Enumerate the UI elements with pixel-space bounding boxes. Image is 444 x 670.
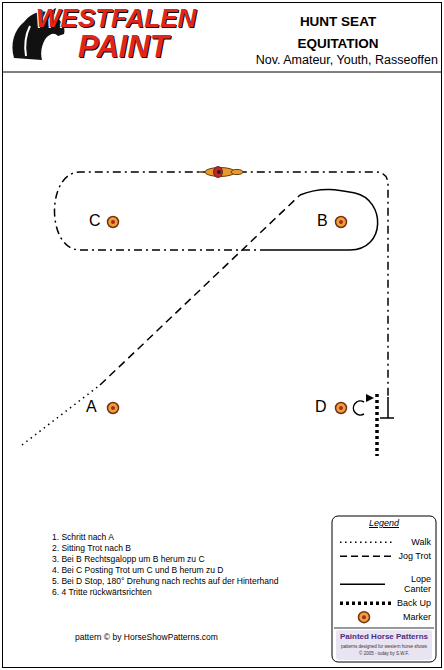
logo-panel — [336, 630, 432, 660]
marker-letter: B — [317, 212, 328, 230]
instruction-step: 5. Bei D Stop, 180° Drehung nach rechts … — [52, 577, 278, 587]
legend-box — [332, 516, 436, 662]
instruction-step: 3. Bei B Rechtsgalopp um B herum zu C — [52, 555, 205, 565]
marker-c — [108, 217, 119, 228]
backup-path — [375, 394, 379, 456]
marker-letter: D — [315, 398, 327, 416]
instruction-step: 1. Schritt nach A — [52, 533, 114, 543]
marker-d — [336, 403, 347, 414]
lope-path — [268, 189, 378, 250]
sheet-border — [3, 3, 442, 668]
copyright-note: pattern © by HorseShowPatterns.com — [75, 633, 218, 643]
legend-divider — [334, 628, 434, 629]
legend-line-sample — [340, 601, 391, 605]
legend-line-sample — [340, 541, 392, 543]
legend-text: Jog Trot — [398, 551, 431, 561]
jog-path — [100, 195, 300, 385]
header-rule — [2, 72, 442, 73]
instruction-step: 2. Sitting Trot nach B — [52, 544, 131, 554]
legend-line-sample — [340, 555, 392, 557]
legend-marker-sample — [359, 612, 370, 623]
legend-text: Back Up — [397, 598, 431, 608]
turn-arc — [353, 401, 364, 415]
instruction-step: 4. Bei C Posting Trot um C und B herum z… — [52, 566, 224, 576]
logo-tagline: patterns designed for western horse show… — [341, 644, 427, 649]
logo-copyright: © 2005 - today by S.W.F. — [359, 651, 409, 656]
logo-word: PAINT — [78, 29, 169, 65]
logo-name: Painted Horse Patterns — [340, 632, 428, 641]
pattern-title: HUNT SEAT EQUITATION — [284, 11, 392, 54]
legend-text: Marker — [403, 612, 431, 622]
marker-b — [336, 217, 347, 228]
marker-a — [108, 403, 119, 414]
marker-letter: A — [86, 398, 97, 416]
legend-text: Lope Canter — [391, 574, 431, 595]
legend-line-sample — [340, 584, 385, 586]
horse-icon — [198, 167, 243, 178]
stop-mark — [387, 397, 389, 418]
logo-mane-line — [25, 26, 30, 56]
marker-letter: C — [89, 212, 101, 230]
instruction-step: 6. 4 Tritte rückwärtsrichten — [52, 588, 152, 598]
legend-text: Walk — [411, 537, 431, 547]
posting-trot-path — [55, 172, 389, 397]
stop-mark — [380, 417, 394, 419]
turn-arrowhead — [366, 394, 374, 402]
walk-path — [22, 385, 100, 445]
legend-heading: Legend — [369, 518, 399, 528]
class-list: Nov. Amateur, Youth, Rasseoffen — [256, 53, 438, 67]
